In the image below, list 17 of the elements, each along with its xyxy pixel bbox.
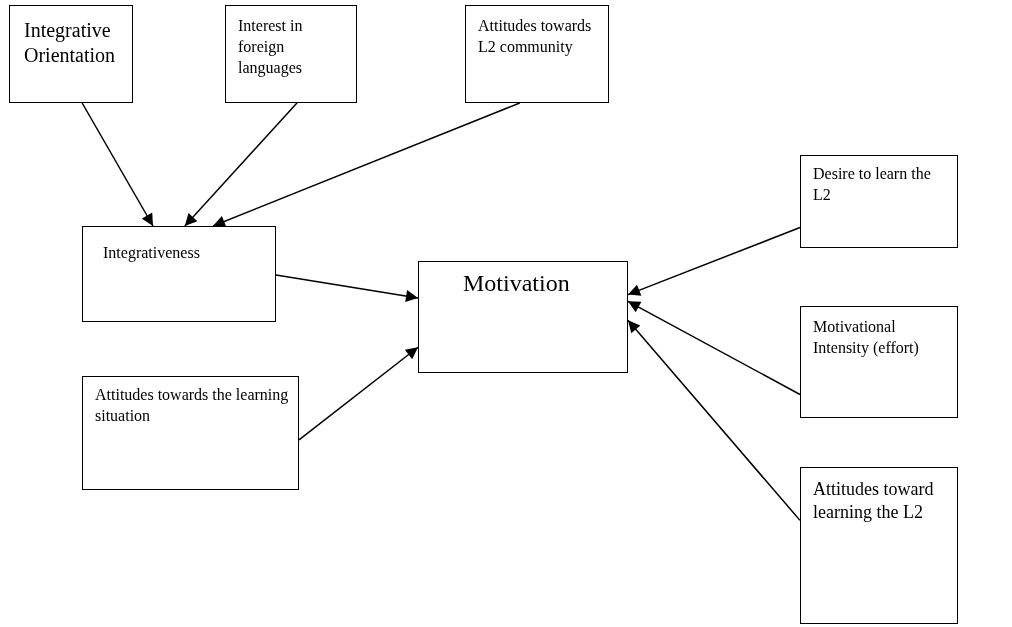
arrow	[627, 226, 801, 296]
concept-box: Motivational Intensity (effort)	[800, 306, 958, 418]
concept-box: Attitudes towards the learning situation	[82, 376, 299, 490]
concept-box: Attitudes toward learning the L2	[800, 467, 958, 624]
arrow	[184, 102, 298, 227]
arrow	[627, 300, 801, 396]
arrow	[212, 102, 521, 228]
arrow	[81, 102, 154, 227]
arrow	[298, 346, 419, 441]
arrow	[627, 319, 801, 522]
concept-box: Interest in foreign languages	[225, 5, 357, 103]
concept-box: Desire to learn the L2	[800, 155, 958, 248]
concept-box: Integrative Orientation	[9, 5, 133, 103]
concept-box: Attitudes towards L2 community	[465, 5, 609, 103]
arrow	[275, 274, 419, 302]
concept-box: Motivation	[418, 261, 628, 373]
concept-box: Integrativeness	[82, 226, 276, 322]
